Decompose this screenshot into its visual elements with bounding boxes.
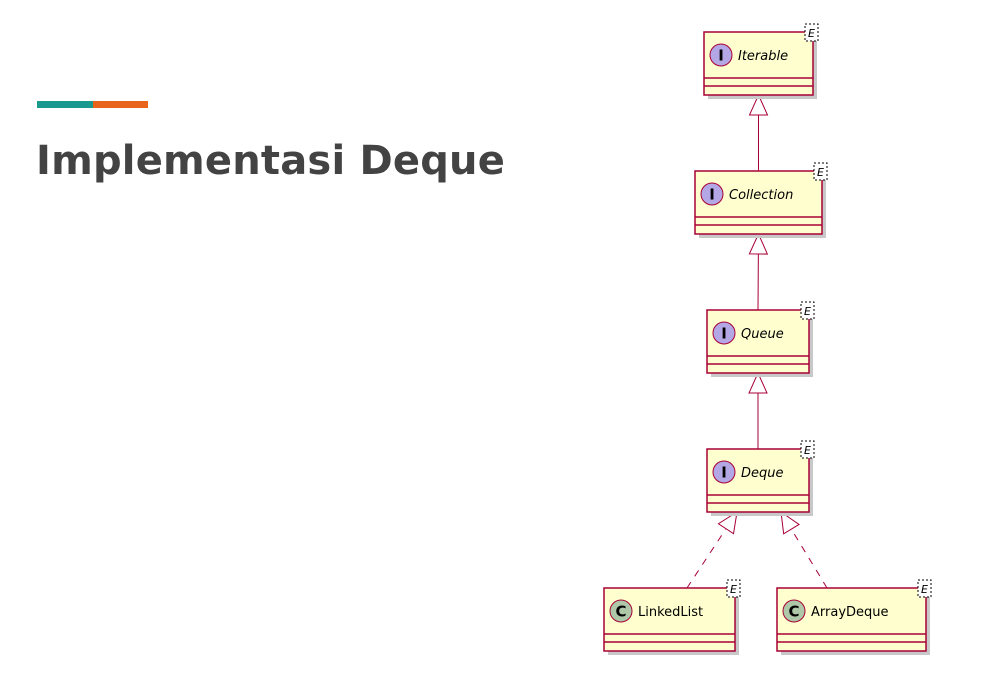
edge-deque-extends-queue bbox=[748, 371, 768, 449]
uml-node-collection: I Collection E bbox=[694, 162, 828, 238]
class-badge-icon bbox=[782, 599, 806, 623]
stereotype-glyph: I bbox=[718, 47, 724, 65]
type-param-label: E bbox=[730, 583, 737, 596]
inheritance-arrowhead bbox=[748, 93, 769, 116]
edge-arraydeque-implements-deque bbox=[780, 510, 828, 589]
edge-collection-extends-iterable bbox=[748, 93, 769, 171]
node-name: Iterable bbox=[738, 49, 788, 64]
type-param-box bbox=[804, 23, 819, 42]
uml-node-deque: I Deque E bbox=[706, 440, 815, 516]
uml-node-queue: I Queue E bbox=[706, 301, 815, 377]
type-param-label: E bbox=[921, 583, 928, 596]
accent-bar-orange bbox=[93, 101, 148, 108]
stereotype-glyph: C bbox=[615, 603, 626, 621]
interface-badge-icon bbox=[712, 321, 736, 345]
type-param-box bbox=[800, 301, 815, 320]
edge-queue-extends-collection bbox=[748, 232, 769, 311]
inheritance-arrowhead bbox=[748, 232, 769, 255]
accent-bar-teal bbox=[37, 101, 93, 108]
inheritance-arrowhead bbox=[748, 371, 768, 394]
class-badge-icon bbox=[609, 599, 633, 623]
interface-badge-icon bbox=[700, 182, 724, 206]
edge-line bbox=[686, 528, 727, 589]
type-param-label: E bbox=[817, 166, 824, 179]
node-name: LinkedList bbox=[638, 605, 703, 620]
node-box bbox=[703, 31, 814, 96]
type-param-label: E bbox=[808, 27, 815, 40]
node-box bbox=[776, 587, 927, 652]
interface-badge-icon bbox=[709, 43, 733, 67]
edge-line bbox=[790, 528, 828, 589]
type-param-box bbox=[800, 440, 815, 459]
stereotype-glyph: C bbox=[788, 603, 799, 621]
inheritance-arrowhead bbox=[780, 510, 800, 535]
stereotype-glyph: I bbox=[721, 325, 727, 343]
slide-title: Implementasi Deque bbox=[36, 138, 506, 184]
type-param-box bbox=[726, 579, 741, 598]
uml-node-iterable: I Iterable E bbox=[703, 23, 819, 99]
type-param-label: E bbox=[804, 444, 811, 457]
inheritance-arrowhead bbox=[717, 510, 738, 535]
uml-node-arraydeque: C ArrayDeque E bbox=[776, 579, 932, 655]
stereotype-glyph: I bbox=[721, 464, 727, 482]
stereotype-glyph: I bbox=[709, 186, 715, 204]
type-param-label: E bbox=[804, 305, 811, 318]
node-name: Collection bbox=[729, 188, 793, 203]
node-name: ArrayDeque bbox=[811, 605, 889, 620]
node-name: Deque bbox=[741, 466, 784, 481]
type-param-box bbox=[917, 579, 932, 598]
uml-node-linkedlist: C LinkedList E bbox=[603, 579, 741, 655]
edge-linkedlist-implements-deque bbox=[686, 510, 738, 589]
type-param-box bbox=[813, 162, 828, 181]
node-name: Queue bbox=[741, 327, 784, 342]
interface-badge-icon bbox=[712, 460, 736, 484]
